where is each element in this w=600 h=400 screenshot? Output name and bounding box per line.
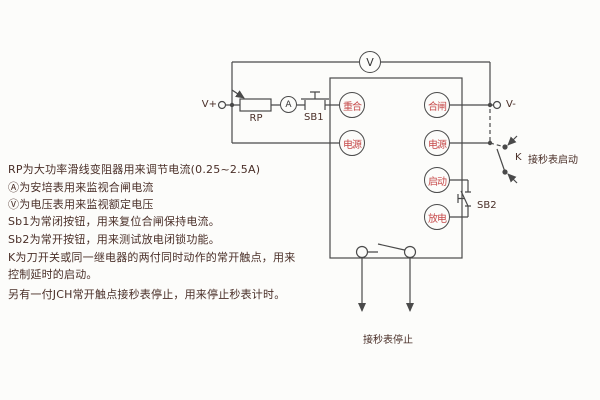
stopwatch-start-label: 接秒表启动 bbox=[528, 155, 578, 166]
terminal-reclose: 重合 bbox=[339, 92, 365, 118]
note-line-7: 控制延时的启动。 bbox=[8, 268, 98, 281]
sb1-label: SB1 bbox=[304, 112, 324, 123]
ammeter-letter: A bbox=[285, 99, 292, 110]
note-line-4: Sb1为常闭按钮，用来复位合闸保持电流。 bbox=[8, 215, 220, 228]
note-line-2: Ⓐ为安培表用来监视合闸电流 bbox=[8, 181, 154, 194]
stopwatch-start-arrow-bottom bbox=[507, 173, 518, 184]
note-line-5: Sb2为常开按钮，用来测试放电闭锁功能。 bbox=[8, 233, 220, 246]
terminal-power-right: 电源 bbox=[424, 130, 450, 156]
note-line-1: RP为大功率滑线变阻器用来调节电流(0.25~2.5A) bbox=[8, 163, 261, 176]
terminal-close: 合闸 bbox=[424, 92, 450, 118]
wires bbox=[225, 61, 494, 218]
stopwatch-stop-label: 接秒表停止 bbox=[363, 335, 413, 346]
junction-dots bbox=[229, 102, 493, 146]
k-switch-symbol bbox=[489, 109, 518, 184]
note-line-8: 另有一付JCH常开触点接秒表停止，用来停止秒表计时。 bbox=[8, 288, 286, 301]
sb1-button-symbol bbox=[301, 91, 329, 110]
stopwatch-start-arrow-top bbox=[507, 135, 518, 146]
rp-label: RP bbox=[249, 113, 263, 124]
ammeter: A bbox=[280, 96, 297, 113]
k-dashed-link bbox=[489, 109, 506, 148]
terminal-start: 启动 bbox=[424, 167, 450, 193]
rheostat-symbol bbox=[231, 89, 272, 112]
v-plus-terminal bbox=[217, 100, 227, 110]
terminal-power-left: 电源 bbox=[339, 130, 365, 156]
jch-contact-symbol bbox=[355, 243, 417, 259]
sb2-button-symbol bbox=[457, 190, 471, 207]
sb2-label: SB2 bbox=[477, 200, 497, 211]
note-line-3: Ⓥ为电压表用来监视额定电压 bbox=[8, 198, 154, 211]
device-box bbox=[329, 77, 463, 259]
v-minus-terminal bbox=[492, 100, 502, 110]
voltmeter-letter: V bbox=[366, 55, 374, 69]
v-plus-label: V+ bbox=[201, 99, 217, 110]
k-label: K bbox=[515, 152, 522, 163]
voltmeter: V bbox=[359, 51, 381, 73]
v-minus-label: V- bbox=[506, 99, 516, 110]
note-line-6: K为刀开关或同一继电器的两付同时动作的常开触点，用来 bbox=[8, 251, 296, 264]
rheostat-slider-arrow bbox=[231, 89, 245, 99]
terminal-discharge: 放电 bbox=[424, 204, 450, 230]
